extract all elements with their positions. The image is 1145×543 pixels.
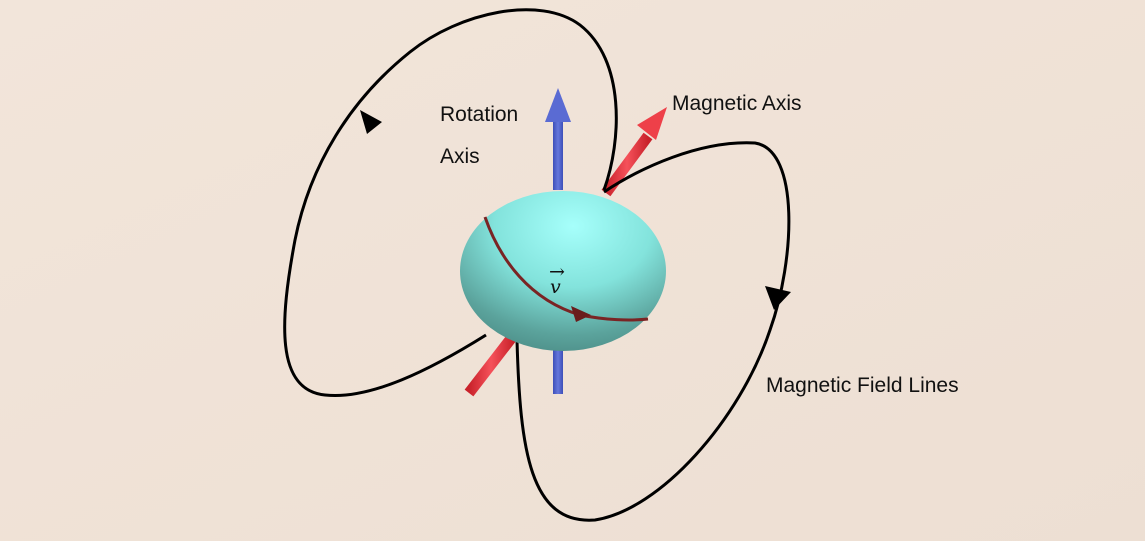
rotation-axis-label-line2: Axis [440, 145, 480, 168]
rotation-axis-arrowhead [545, 88, 571, 122]
neutron-star-sphere [460, 191, 666, 351]
magnetic-axis-lower [464, 332, 518, 397]
field-line-arrow-upper-left [360, 110, 382, 134]
field-line-arrow-right [765, 286, 791, 310]
rotation-axis-label-line1: Rotation [440, 103, 518, 126]
magnetic-axis-label: Magnetic Axis [672, 92, 802, 115]
velocity-arrow-accent: → [549, 261, 565, 283]
magnetic-axis-upper [601, 132, 653, 197]
rotation-axis-upper [553, 118, 563, 190]
field-line-upper-left [283, 8, 618, 398]
rotation-axis-lower [553, 330, 563, 394]
field-lines-label: Magnetic Field Lines [766, 374, 959, 397]
velocity-path [483, 216, 649, 322]
magnetic-axis-arrowhead [637, 107, 667, 140]
velocity-arrowhead [571, 306, 591, 322]
field-line-right [515, 141, 791, 522]
velocity-label: v [550, 276, 561, 298]
